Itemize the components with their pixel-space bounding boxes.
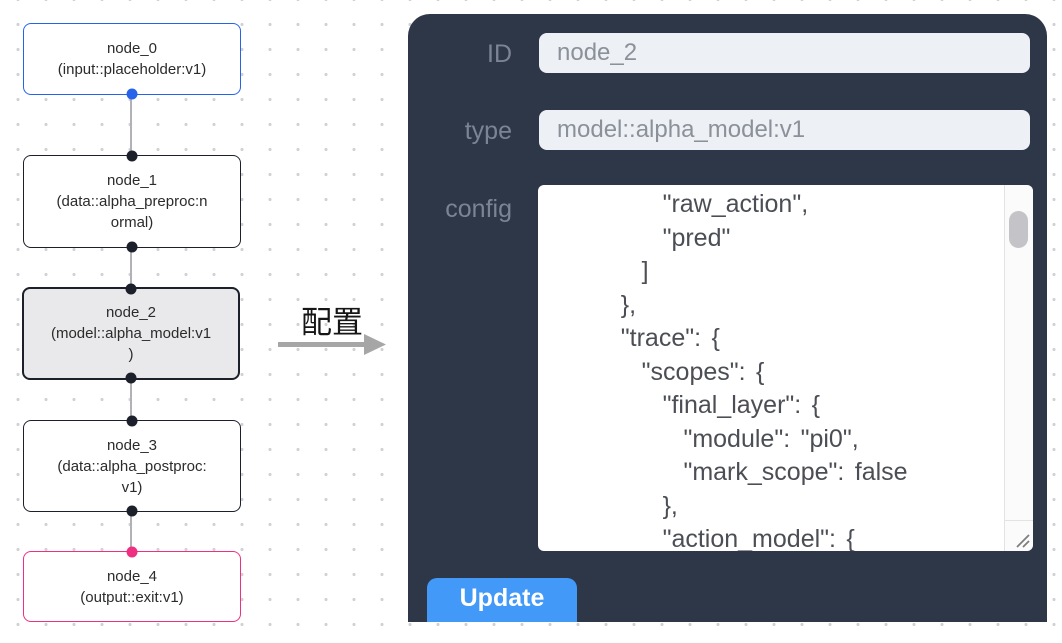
target-handle[interactable]	[126, 150, 138, 162]
node-title: node_2	[105, 304, 157, 321]
update-button[interactable]: Update	[427, 578, 577, 622]
edge-node2-node3[interactable]	[130, 380, 132, 420]
flow-node-node_0[interactable]: node_0 (input::placeholder:v1)	[23, 23, 241, 100]
target-handle[interactable]	[126, 546, 138, 558]
config-textarea[interactable]: "raw_action", "pred" ] }, "trace": { "sc…	[538, 185, 1033, 551]
node-subtitle: (input::placeholder:v1)	[57, 61, 207, 78]
source-handle[interactable]	[125, 372, 137, 384]
config-panel: ID type config "raw_action", "pred" ] },…	[408, 14, 1047, 622]
edge-node0-node1[interactable]	[130, 95, 132, 155]
flow-node-node_3[interactable]: node_3 (data::alpha_postproc: v1)	[23, 415, 241, 517]
config-json-line: "scopes": {	[579, 357, 765, 386]
source-handle[interactable]	[126, 241, 138, 253]
node-subtitle: )	[128, 346, 134, 363]
scrollbar-corner	[1004, 520, 1033, 551]
flow-node-node_2-selected[interactable]: node_2 (model::alpha_model:v1 )	[22, 283, 240, 384]
scrollbar-thumb[interactable]	[1009, 211, 1028, 248]
scrollbar-track[interactable]	[1004, 185, 1033, 520]
target-handle[interactable]	[126, 415, 138, 427]
config-json-line: },	[579, 290, 637, 319]
config-json-line: "module": "pi0",	[579, 424, 859, 453]
config-json-line: "mark_scope": false	[579, 458, 908, 486]
flow-node-node_4[interactable]: node_4 (output::exit:v1)	[23, 546, 241, 622]
config-json-line: "raw_action",	[579, 190, 809, 218]
flow-node-node_1[interactable]: node_1 (data::alpha_preproc:n ormal)	[23, 150, 241, 253]
node-subtitle: (model::alpha_model:v1	[50, 325, 212, 342]
node-title: node_3	[106, 436, 158, 454]
id-label: ID	[487, 40, 512, 68]
id-input[interactable]	[539, 33, 1030, 73]
node-subtitle: v1)	[121, 478, 143, 496]
config-label: config	[445, 195, 512, 223]
node-subtitle: ormal)	[110, 214, 154, 231]
edge-node3-node4[interactable]	[130, 512, 132, 551]
source-handle[interactable]	[126, 88, 138, 100]
source-handle[interactable]	[126, 505, 138, 517]
type-input[interactable]	[539, 110, 1030, 150]
node-title: node_1	[106, 172, 158, 189]
config-json-line: ]	[579, 257, 649, 285]
node-title: node_4	[106, 567, 158, 585]
type-label: type	[464, 117, 512, 145]
resize-handle-icon[interactable]	[1013, 531, 1031, 549]
configure-annotation-label: 配置	[301, 305, 363, 340]
node-subtitle: (data::alpha_postproc:	[57, 457, 207, 475]
config-json-line: "pred"	[579, 223, 731, 252]
config-json-content: "raw_action", "pred" ] }, "trace": { "sc…	[538, 185, 1033, 551]
config-json-line: },	[579, 491, 678, 520]
right-arrow-icon	[278, 334, 386, 355]
node-subtitle: (data::alpha_preproc:n	[56, 193, 208, 210]
target-handle[interactable]	[125, 283, 137, 295]
node-title: node_0	[106, 40, 158, 57]
edge-node1-node2[interactable]	[130, 248, 132, 287]
config-json-line: "action_model": {	[579, 525, 855, 551]
config-json-line: "trace": {	[579, 324, 720, 352]
node-subtitle: (output::exit:v1)	[80, 588, 184, 606]
config-json-line: "final_layer": {	[579, 391, 821, 419]
